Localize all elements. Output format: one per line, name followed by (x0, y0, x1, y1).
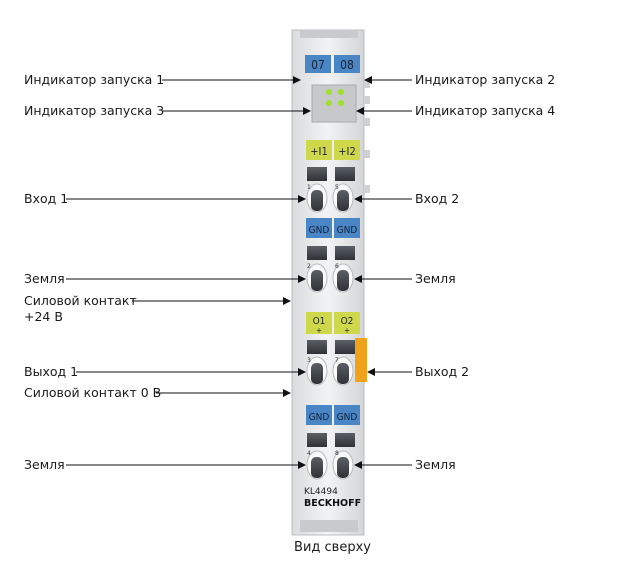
label-start-indicator-3: Индикатор запуска 3 (24, 103, 165, 118)
callout-arrows (66, 76, 412, 469)
tag-row-07-08 (305, 55, 360, 73)
terminal-number-4: 4 (307, 450, 311, 457)
label-start-indicator-4: Индикатор запуска 4 (415, 103, 556, 118)
led-2 (338, 89, 344, 95)
terminal-number-3: 3 (307, 357, 311, 364)
terminal-block-inputs (306, 167, 355, 213)
label-ground-2: Земля (415, 271, 456, 286)
led-3 (326, 100, 332, 106)
tag-row-outputs (306, 312, 360, 334)
terminal-block-ground-2 (306, 433, 355, 480)
label-power-contact-24v-line2: +24 В (24, 309, 63, 324)
terminal-number-5: 5 (335, 184, 339, 191)
tag-gnd-2b: GND (337, 412, 358, 423)
label-power-contact-0v: Силовой контакт 0 В (24, 385, 162, 400)
tag-gnd-2a: GND (309, 412, 330, 423)
label-start-indicator-1: Индикатор запуска 1 (24, 72, 165, 87)
tag-row-gnd-1 (306, 218, 360, 238)
tag-gnd-1a: GND (309, 225, 330, 236)
label-output-2: Выход 2 (415, 364, 470, 379)
led-1 (326, 89, 332, 95)
tag-07: 07 (311, 58, 325, 72)
tag-i2: +I2 (338, 145, 356, 158)
terminal-number-1: 1 (307, 184, 311, 191)
orange-power-bar (355, 338, 367, 382)
model-number: KL4494 (304, 487, 338, 497)
label-power-contact-24v-line1: Силовой контакт (24, 293, 137, 308)
tag-o2: O2 (341, 316, 354, 327)
tag-i1: +I1 (310, 145, 328, 158)
tag-row-inputs (306, 140, 360, 160)
brand-logo: BECKHOFF (304, 498, 361, 509)
terminal-block-ground-1 (306, 246, 355, 293)
terminal-block-outputs (306, 340, 355, 386)
led-window (311, 84, 357, 123)
label-ground-1: Земля (24, 271, 65, 286)
tag-o1-plus: + (316, 326, 322, 335)
tag-gnd-1b: GND (337, 225, 358, 236)
led-4 (338, 100, 344, 106)
terminal-number-7: 7 (335, 357, 339, 364)
terminal-number-8: 8 (335, 450, 339, 457)
label-output-1: Выход 1 (24, 364, 79, 379)
label-input-1: Вход 1 (24, 191, 69, 206)
label-ground-3: Земля (24, 457, 65, 472)
terminal-number-2: 2 (307, 263, 311, 270)
caption-top-view: Вид сверху (294, 540, 371, 555)
tag-row-gnd-2 (306, 405, 360, 425)
tag-o2-plus: + (344, 326, 350, 335)
label-start-indicator-2: Индикатор запуска 2 (415, 72, 556, 87)
tag-08: 08 (340, 58, 354, 72)
terminal-number-6: 6 (335, 263, 339, 270)
label-ground-4: Земля (415, 457, 456, 472)
tag-o1: O1 (313, 316, 326, 327)
label-input-2: Вход 2 (415, 191, 460, 206)
